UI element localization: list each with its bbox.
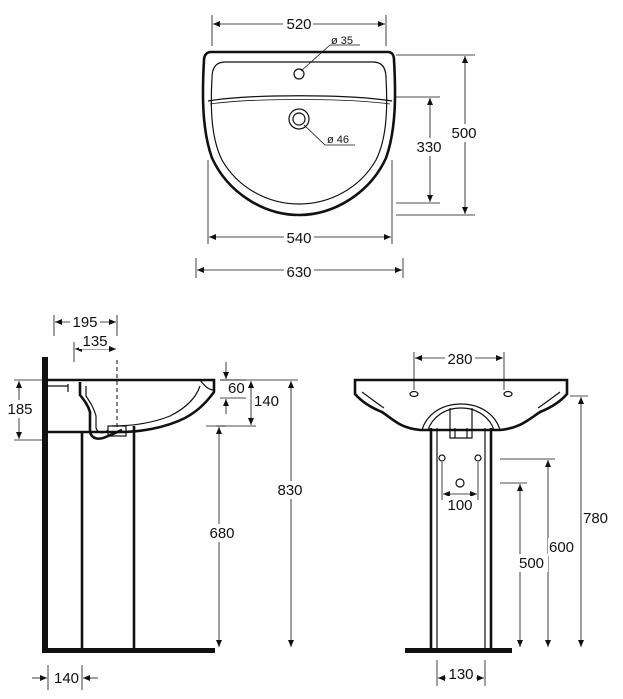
dim-tap-hole-35: ø 35 [331,35,353,47]
dim-680: 680 [209,525,234,542]
bolt-hole-center [455,478,465,488]
basin-deck-edge-2 [209,99,391,105]
trap-inner [85,386,109,434]
floor [42,648,215,653]
basin-outer-outline [201,50,397,217]
dim-width-520: 520 [286,16,311,33]
drain-outer [288,108,310,130]
dim-600: 600 [549,539,574,556]
drain-inner [292,112,306,126]
overflow-right [503,390,513,398]
dim-width-630: 630 [286,264,311,281]
top-view: 520 ø 35 ø 46 330 500 540 630 [195,14,479,281]
tap-hole [293,68,305,80]
pedestal-side [80,426,136,648]
dim-130: 130 [448,666,473,683]
dim-195: 195 [72,314,97,331]
dim-depth-500: 500 [451,125,476,142]
dim-135: 135 [82,333,107,350]
basin-inner-bowl [210,61,388,205]
wall [42,357,48,650]
basin-side-inner [48,384,201,427]
dim-140-bottom: 140 [54,670,79,687]
trap [78,382,123,440]
dim-780: 780 [583,510,608,527]
dim-100: 100 [447,497,472,514]
bolt-hole-left [438,454,446,462]
drain-spigot-2 [454,428,468,438]
dim-500: 500 [519,555,544,572]
basin-front-inner [361,391,561,409]
basin-side-lip [199,379,215,391]
dim-185: 185 [7,401,32,418]
dim-width-540: 540 [286,230,311,247]
bolt-hole-right [474,454,482,462]
dim-140: 140 [254,393,279,410]
pedestal-front [429,428,493,648]
drain-spigot [449,408,473,439]
bowl-arc-2 [427,407,495,431]
dim-60: 60 [228,380,245,397]
overflow-left [409,390,419,398]
dim-drain-46: ø 46 [327,134,349,146]
dim-depth-330: 330 [416,139,441,156]
basin-deck-edge [207,95,393,102]
front-floor [405,648,512,653]
bowl-arc [421,403,501,431]
dim-830: 830 [277,482,302,499]
basin-front [353,378,569,432]
basin-side-profile [48,378,216,434]
dim-280: 280 [447,351,472,368]
side-view: 195 135 185 60 140 830 680 [5,313,306,690]
front-view: 280 100 780 600 500 130 [353,349,613,686]
